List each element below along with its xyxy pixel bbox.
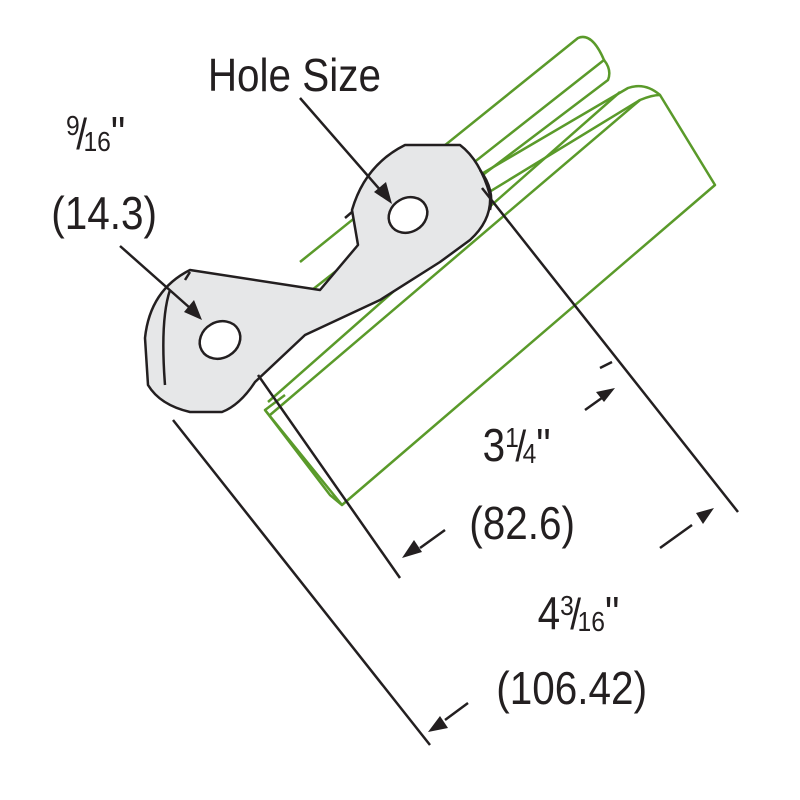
length-dimension-inch: 43/16"	[537, 587, 620, 639]
arrow-up-right-2	[696, 508, 714, 524]
dimension-lines	[119, 97, 739, 746]
hole-dimension-inch: 9/16"	[66, 107, 126, 159]
arrow-down-left	[402, 540, 422, 558]
hole-size-label: Hole Size	[207, 49, 382, 101]
width-dimension-inch: 31/4"	[482, 419, 551, 471]
hole-arrow	[374, 182, 392, 204]
width-dimension-metric: (82.6)	[469, 497, 575, 549]
hole-dimension-metric: (14.3)	[51, 187, 157, 239]
arrow-up-right	[596, 388, 615, 402]
length-dimension-metric: (106.42)	[496, 662, 648, 714]
arrow-down-left-2	[428, 716, 448, 732]
hole-dim-arrow	[184, 300, 202, 320]
hole-left	[198, 319, 242, 361]
bracket	[143, 143, 493, 414]
hole-right	[387, 195, 429, 235]
